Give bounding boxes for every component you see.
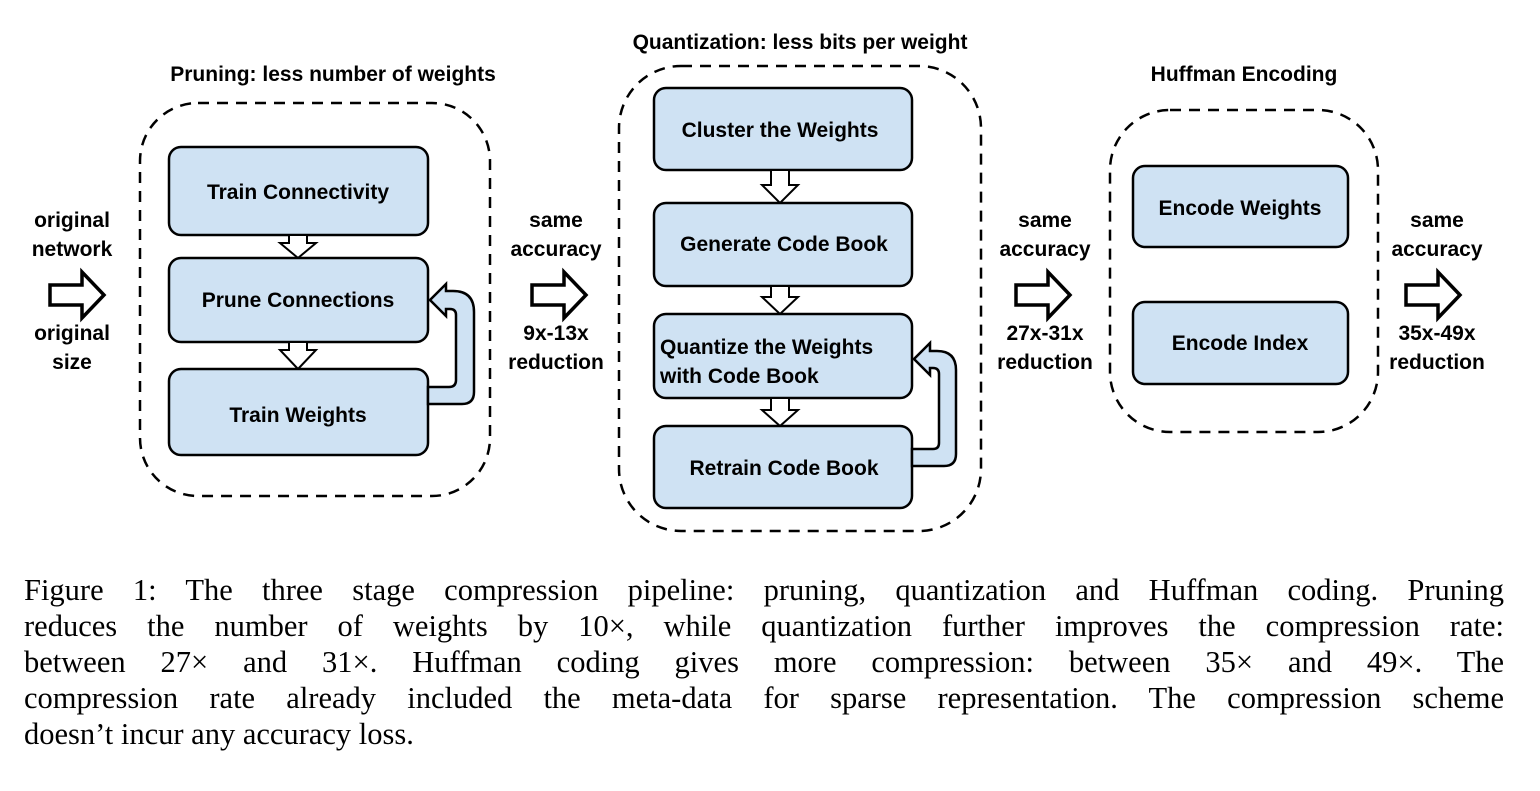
after-pruning-bottom-label-line2: reduction <box>508 351 604 374</box>
encode-weights-label: Encode Weights <box>1159 197 1322 220</box>
after-huffman-top-label-line2: accuracy <box>1391 238 1482 261</box>
input-bottom-label-line1: original <box>34 322 110 345</box>
after-huffman-arrow-icon <box>1404 267 1463 323</box>
down-arrow-icon <box>277 341 319 371</box>
prune-connections-label: Prune Connections <box>202 289 395 312</box>
input-top-label-line1: original <box>34 209 110 232</box>
caption-line: between 27× and 31×. Huffman coding give… <box>24 645 1504 679</box>
after-quantization-arrow-icon <box>1014 267 1073 323</box>
encode-index-box <box>1131 300 1350 386</box>
encode-weights-box <box>1131 164 1350 249</box>
train-connectivity-label: Train Connectivity <box>207 181 389 204</box>
input-arrow-icon <box>48 267 107 323</box>
after-huffman-bottom-label-line1: 35x-49x <box>1398 322 1475 345</box>
retrain-loop-arrow-icon <box>426 280 476 406</box>
huffman-group <box>1108 108 1380 434</box>
pruning-group <box>138 101 492 498</box>
after-quantization-top-label-line2: accuracy <box>999 238 1090 261</box>
input-top-label-line2: network <box>32 238 113 261</box>
retrain-loop-arrow-icon <box>910 339 958 468</box>
after-quantization-bottom-label-line2: reduction <box>997 351 1093 374</box>
encode-index-label: Encode Index <box>1172 332 1309 355</box>
after-pruning-bottom-label-line1: 9x-13x <box>523 322 589 345</box>
quantization-group <box>617 64 983 533</box>
down-arrow-icon <box>759 397 801 428</box>
after-pruning-top-label-line2: accuracy <box>510 238 601 261</box>
retrain-code-book-label: Retrain Code Book <box>689 457 878 480</box>
quantize-weights-label-line2: with Code Book <box>659 365 819 388</box>
down-arrow-icon <box>277 234 319 260</box>
train-weights-box <box>167 367 430 457</box>
caption-line: Figure 1: The three stage compression pi… <box>24 573 1504 607</box>
huffman-stage-title: Huffman Encoding <box>1151 63 1338 86</box>
caption-line: compression rate already included the me… <box>24 681 1504 715</box>
after-quantization-top-label-line1: same <box>1018 209 1072 232</box>
after-pruning-top-label-line1: same <box>529 209 583 232</box>
figure-caption: Figure 1: The three stage compression pi… <box>24 572 1504 752</box>
cluster-weights-label: Cluster the Weights <box>682 119 879 142</box>
after-quantization-bottom-label-line1: 27x-31x <box>1006 322 1083 345</box>
after-huffman-bottom-label-line2: reduction <box>1389 351 1485 374</box>
train-weights-label: Train Weights <box>229 404 366 427</box>
pruning-stage-title: Pruning: less number of weights <box>170 63 496 86</box>
input-bottom-label-line2: size <box>52 351 92 374</box>
after-pruning-arrow-icon <box>530 267 589 323</box>
generate-code-book-label: Generate Code Book <box>680 233 888 256</box>
quantization-stage-title: Quantization: less bits per weight <box>633 31 968 54</box>
caption-line: doesn’t incur any accuracy loss. <box>24 717 414 751</box>
down-arrow-icon <box>759 169 801 205</box>
after-huffman-top-label-line1: same <box>1410 209 1464 232</box>
quantize-weights-label-line1: Quantize the Weights <box>660 336 873 359</box>
down-arrow-icon <box>759 285 801 316</box>
caption-line: reduces the number of weights by 10×, wh… <box>24 609 1504 643</box>
